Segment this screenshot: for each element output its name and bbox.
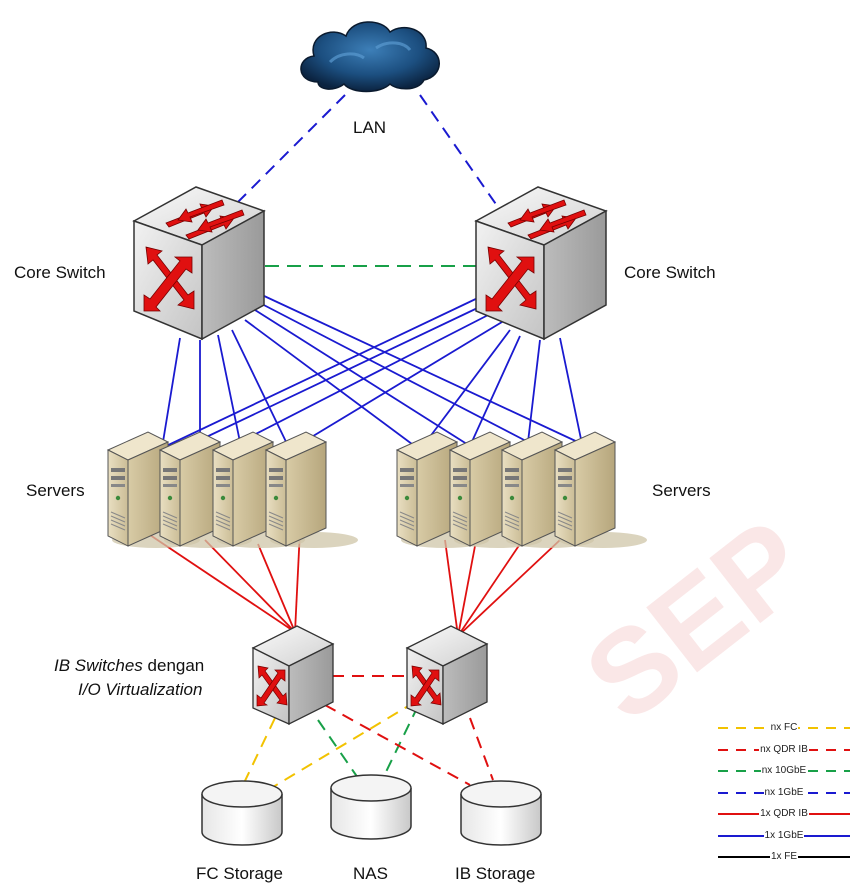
core-switch-right-icon	[475, 186, 607, 340]
link-qdr-ib	[149, 534, 296, 633]
link-1gbe	[239, 311, 495, 443]
cloud-icon	[300, 21, 440, 93]
link-1gbe	[559, 337, 583, 445]
io-virtualization-label: I/O Virtualization	[78, 680, 203, 699]
ib-storage-icon	[460, 780, 542, 846]
link-ib-left-fc	[242, 717, 276, 786]
ib-switch-left-icon	[252, 625, 334, 725]
server-tower-icon	[265, 431, 359, 549]
ib-switches-label: IB Switches dengan	[54, 656, 204, 676]
link-ib-right-fc	[267, 701, 416, 791]
link-1gbe	[257, 301, 529, 443]
server-group-left	[107, 431, 359, 549]
ib-storage-label: IB Storage	[455, 864, 536, 883]
legend-label: 1x QDR IB	[759, 808, 809, 819]
link-1gbe	[161, 337, 181, 449]
link-1gbe	[199, 302, 489, 441]
server-ib-links	[149, 529, 561, 637]
legend-label: nx QDR IB	[759, 743, 809, 755]
legend-item: nx QDR IB	[718, 743, 850, 757]
link-1gbe	[527, 339, 541, 443]
link-lan-core-left	[229, 94, 346, 211]
legend-item: 1x FE	[718, 850, 850, 864]
fc-storage-label: FC Storage	[196, 864, 283, 883]
core-switch-right-label: Core Switch	[624, 263, 716, 282]
link-ib-right-nas	[382, 705, 419, 779]
link-1gbe	[217, 334, 241, 443]
link-ib-left-ibstorage	[324, 704, 471, 786]
link-lan-core-right	[419, 94, 501, 211]
legend-line-swatch	[718, 791, 850, 794]
server-uplinks	[161, 294, 583, 451]
legend-label: nx 10GbE	[760, 765, 808, 776]
ib-switches-rest-text: dengan	[142, 656, 205, 675]
servers-right-label: Servers	[652, 481, 711, 500]
nas-storage-icon	[330, 774, 412, 840]
legend-item: nx FC	[718, 721, 850, 735]
link-1gbe	[289, 321, 503, 451]
nas-label: NAS	[353, 864, 388, 883]
server-tower-icon	[554, 431, 648, 549]
link-1gbe	[254, 309, 471, 447]
link-ib-left-nas	[317, 719, 359, 779]
server-group-right	[396, 431, 648, 549]
link-ib-right-ibstorage	[469, 717, 494, 781]
link-1gbe	[244, 319, 421, 451]
link-1gbe	[161, 295, 483, 449]
link-1gbe	[261, 294, 583, 445]
legend-item: 1x 1GbE	[718, 829, 850, 843]
legend-line-swatch	[718, 727, 850, 729]
legend-item: 1x QDR IB	[718, 807, 850, 821]
link-qdr-ib	[204, 539, 296, 633]
ib-switches-italic-text: IB Switches	[54, 656, 143, 675]
legend-item: nx 10GbE	[718, 764, 850, 778]
link-qdr-ib	[457, 543, 521, 637]
link-qdr-ib	[457, 539, 561, 637]
legend-label: nx FC	[769, 722, 799, 733]
link-qdr-ib	[257, 543, 296, 633]
legend-line-swatch	[718, 770, 850, 772]
core-switch-left-icon	[133, 186, 265, 340]
link-qdr-ib	[444, 539, 459, 637]
legend-item: nx 1GbE	[718, 786, 850, 800]
legend-line-swatch	[718, 748, 850, 751]
lan-label: LAN	[353, 118, 387, 137]
link-1gbe	[231, 329, 291, 451]
core-switch-left-label: Core Switch	[14, 263, 106, 282]
connection-lines	[149, 94, 583, 791]
link-qdr-ib	[457, 545, 476, 637]
link-1gbe	[469, 335, 521, 447]
servers-left-label: Servers	[26, 481, 85, 500]
fc-storage-icon	[201, 780, 283, 846]
ib-switch-right-icon	[406, 625, 488, 725]
legend-label: nx 1GbE	[763, 786, 805, 798]
legend-label: 1x 1GbE	[763, 829, 805, 841]
legend-label: 1x FE	[769, 851, 799, 862]
